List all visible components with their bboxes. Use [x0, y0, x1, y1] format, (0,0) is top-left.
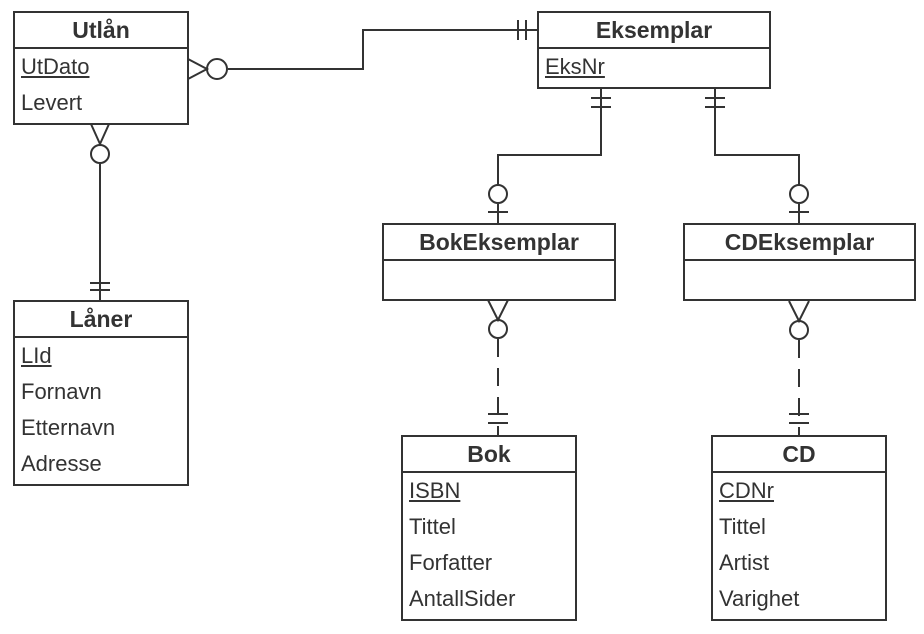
attribute: Forfatter [409, 550, 493, 575]
attribute-primary-key: UtDato [21, 54, 90, 79]
entity-cd[interactable]: CD CDNr Tittel Artist Varighet [711, 435, 887, 621]
attribute-primary-key: EksNr [545, 54, 605, 79]
attribute: Fornavn [21, 379, 102, 404]
entity-title: CDEksemplar [685, 225, 914, 261]
rel-utlan-laner [90, 123, 110, 301]
attribute: Varighet [719, 586, 800, 611]
entity-title: Eksemplar [539, 13, 769, 49]
entity-utlan[interactable]: Utlån UtDato Levert [13, 11, 189, 125]
entity-title: CD [713, 437, 885, 473]
attribute: Adresse [21, 451, 102, 476]
rel-eksemplar-cdeksemplar [705, 89, 809, 224]
entity-eksemplar[interactable]: Eksemplar EksNr [537, 11, 771, 89]
entity-title: Låner [15, 302, 187, 338]
entity-cdeksemplar[interactable]: CDEksemplar [683, 223, 916, 301]
attribute-area [685, 261, 914, 297]
entity-bokeksemplar[interactable]: BokEksemplar [382, 223, 616, 301]
attribute: Artist [719, 550, 770, 575]
attribute-primary-key: ISBN [409, 478, 461, 503]
attribute: Levert [21, 90, 83, 115]
attribute: Tittel [409, 514, 456, 539]
rel-utlan-eksemplar [187, 20, 538, 80]
attribute-primary-key: CDNr [719, 478, 774, 503]
entity-title: BokEksemplar [384, 225, 614, 261]
attribute-area [384, 261, 614, 297]
attribute: Tittel [719, 514, 766, 539]
attribute: Etternavn [21, 415, 116, 440]
rel-cdeksemplar-cd [788, 300, 810, 436]
entity-title: Bok [403, 437, 575, 473]
rel-bokeksemplar-bok [487, 299, 509, 436]
rel-eksemplar-bokeksemplar [488, 89, 611, 224]
attribute-primary-key: LId [21, 343, 52, 368]
entity-bok[interactable]: Bok ISBN Tittel Forfatter AntallSider [401, 435, 577, 621]
entity-title: Utlån [15, 13, 187, 49]
attribute: AntallSider [409, 586, 516, 611]
entity-laner[interactable]: Låner LId Fornavn Etternavn Adresse [13, 300, 189, 486]
